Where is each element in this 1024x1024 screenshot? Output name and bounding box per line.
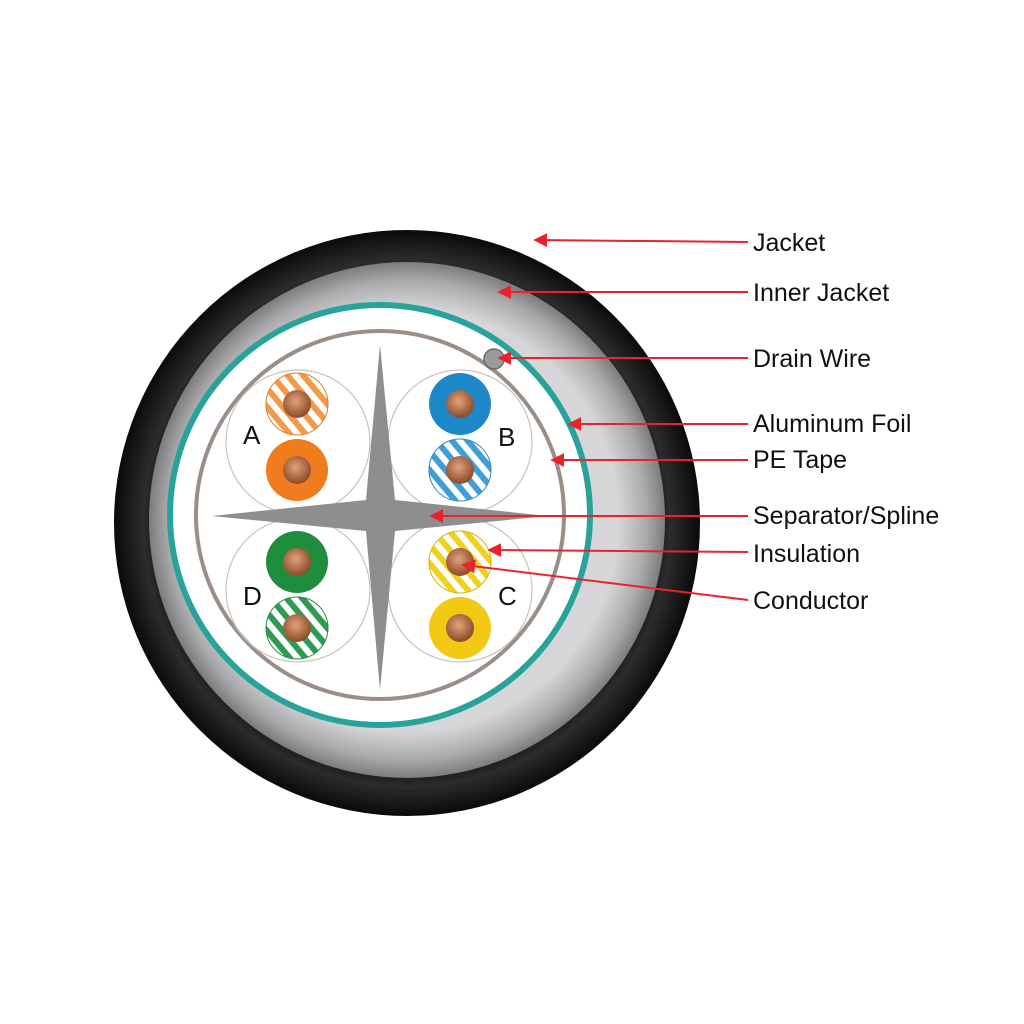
label-aluminum-foil: Aluminum Foil — [753, 410, 911, 438]
separator-spline — [212, 345, 548, 690]
label-separator-spline: Separator/Spline — [753, 502, 939, 530]
pair-c — [428, 530, 492, 659]
label-insulation: Insulation — [753, 540, 860, 568]
pair-d-striped-conductor — [283, 614, 311, 642]
label-conductor: Conductor — [753, 587, 868, 615]
pair-letter-d: D — [243, 581, 262, 611]
pair-c-solid-conductor — [446, 614, 474, 642]
pair-b-striped-conductor — [446, 456, 474, 484]
label-pe-tape: PE Tape — [753, 446, 847, 474]
arrow-conductor — [461, 559, 749, 601]
pair-letter-c: C — [498, 581, 517, 611]
pair-d-solid-conductor — [283, 548, 311, 576]
pair-letter-a: A — [243, 420, 261, 450]
arrow-insulation — [487, 543, 749, 558]
arrow-jacket — [533, 233, 749, 248]
pair-a-solid-conductor — [283, 456, 311, 484]
pair-letter-b: B — [498, 422, 515, 452]
pair-b — [428, 373, 492, 502]
label-drain-wire: Drain Wire — [753, 345, 871, 373]
pair-a — [265, 372, 329, 501]
pair-b-solid-conductor — [446, 390, 474, 418]
callout-arrows — [429, 233, 749, 601]
label-inner-jacket: Inner Jacket — [753, 279, 889, 307]
pair-a-striped-conductor — [283, 390, 311, 418]
pair-c-striped-conductor — [446, 548, 474, 576]
label-jacket: Jacket — [753, 229, 825, 257]
pair-d — [265, 531, 329, 660]
